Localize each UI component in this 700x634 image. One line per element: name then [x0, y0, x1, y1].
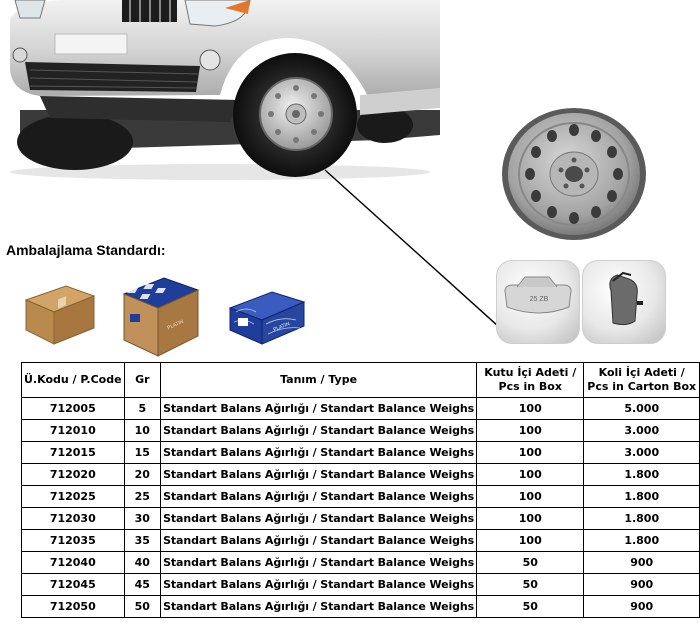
cell-pcs-carton: 900 — [583, 595, 700, 618]
cell-pcs-carton: 5.000 — [583, 397, 700, 420]
cell-pcs-carton: 900 — [583, 573, 700, 596]
cell-pcs-carton: 3.000 — [583, 441, 700, 464]
cell-code: 712020 — [21, 463, 125, 486]
col-header-type-line: Tanım / Type — [280, 373, 358, 386]
cell-pcs-box: 100 — [476, 529, 585, 552]
steel-wheel-image — [502, 108, 646, 240]
col-header-gr: Gr — [123, 362, 162, 398]
col-header-pcs-carton-line: Koli İçi Adeti / — [598, 366, 685, 379]
cell-type: Standart Balans Ağırlığı / Standart Bala… — [160, 595, 478, 618]
product-table: Ü.Kodu / P.Code Gr Tanım / Type Kutu İçi Ad… — [21, 362, 700, 618]
cell-pcs-box: 100 — [476, 397, 585, 420]
cell-pcs-box: 50 — [476, 573, 585, 596]
col-header-code: Ü.Kodu / P.Code — [21, 362, 125, 398]
cell-pcs-carton: 3.000 — [583, 419, 700, 442]
cell-type: Standart Balans Ağırlığı / Standart Bala… — [160, 573, 478, 596]
cell-gr: 35 — [123, 529, 162, 552]
cell-pcs-box: 100 — [476, 441, 585, 464]
col-header-pcs-box-line: Pcs in Box — [498, 380, 562, 393]
cell-gr: 30 — [123, 507, 162, 530]
cell-pcs-carton: 1.800 — [583, 507, 700, 530]
col-header-pcs-carton-line: Pcs in Carton Box — [587, 380, 697, 393]
cell-pcs-box: 50 — [476, 551, 585, 574]
cell-code: 712050 — [21, 595, 125, 618]
cell-gr: 10 — [123, 419, 162, 442]
col-header-type: Tanım / Type — [160, 362, 478, 398]
carton-with-boxes-image: PLATIN — [122, 277, 200, 357]
cell-type: Standart Balans Ağırlığı / Standart Bala… — [160, 485, 478, 508]
packaging-title: Ambalajlama Standardı: — [6, 242, 166, 258]
product-box-image: PLATIN — [228, 291, 306, 345]
cell-code: 712010 — [21, 419, 125, 442]
cell-gr: 5 — [123, 397, 162, 420]
balance-weight-image: 25 ZB — [496, 260, 580, 344]
weight-stamp: 25 ZB — [530, 296, 549, 303]
cell-type: Standart Balans Ağırlığı / Standart Bala… — [160, 441, 478, 464]
cell-pcs-box: 100 — [476, 419, 585, 442]
cell-pcs-carton: 1.800 — [583, 485, 700, 508]
cell-gr: 15 — [123, 441, 162, 464]
weight-profile-icon — [609, 271, 643, 326]
cell-code: 712025 — [21, 485, 125, 508]
cell-pcs-carton: 900 — [583, 551, 700, 574]
cell-code: 712035 — [21, 529, 125, 552]
cell-pcs-carton: 1.800 — [583, 463, 700, 486]
cell-type: Standart Balans Ağırlığı / Standart Bala… — [160, 529, 478, 552]
col-header-gr-line: Gr — [135, 373, 150, 386]
car-front-image — [10, 0, 440, 180]
cell-gr: 50 — [123, 595, 162, 618]
cell-type: Standart Balans Ağırlığı / Standart Bala… — [160, 419, 478, 442]
col-header-pcs-box: Kutu İçi Adeti /Pcs in Box — [476, 362, 585, 398]
cell-code: 712030 — [21, 507, 125, 530]
cell-code: 712045 — [21, 573, 125, 596]
cell-gr: 40 — [123, 551, 162, 574]
cell-pcs-box: 100 — [476, 507, 585, 530]
col-header-pcs-box-line: Kutu İçi Adeti / — [484, 366, 577, 379]
table-header-row: Ü.Kodu / P.Code Gr Tanım / Type Kutu İçi Ad… — [21, 362, 700, 398]
cell-pcs-box: 100 — [476, 463, 585, 486]
col-header-code-line: Ü.Kodu / P.Code — [24, 373, 122, 386]
cell-type: Standart Balans Ağırlığı / Standart Bala… — [160, 507, 478, 530]
cell-type: Standart Balans Ağırlığı / Standart Bala… — [160, 551, 478, 574]
cell-code: 712005 — [21, 397, 125, 420]
cell-gr: 25 — [123, 485, 162, 508]
col-header-pcs-carton: Koli İçi Adeti /Pcs in Carton Box — [583, 362, 700, 398]
cell-type: Standart Balans Ağırlığı / Standart Bala… — [160, 463, 478, 486]
cell-code: 712040 — [21, 551, 125, 574]
cell-code: 712015 — [21, 441, 125, 464]
cell-pcs-carton: 1.800 — [583, 529, 700, 552]
cell-pcs-box: 100 — [476, 485, 585, 508]
balance-weight-profile-image — [582, 260, 666, 344]
cell-gr: 45 — [123, 573, 162, 596]
cardboard-box-image — [24, 285, 96, 345]
cell-pcs-box: 50 — [476, 595, 585, 618]
cell-type: Standart Balans Ağırlığı / Standart Bala… — [160, 397, 478, 420]
cell-gr: 20 — [123, 463, 162, 486]
clip-on-weight-icon: 25 ZB — [504, 276, 572, 314]
